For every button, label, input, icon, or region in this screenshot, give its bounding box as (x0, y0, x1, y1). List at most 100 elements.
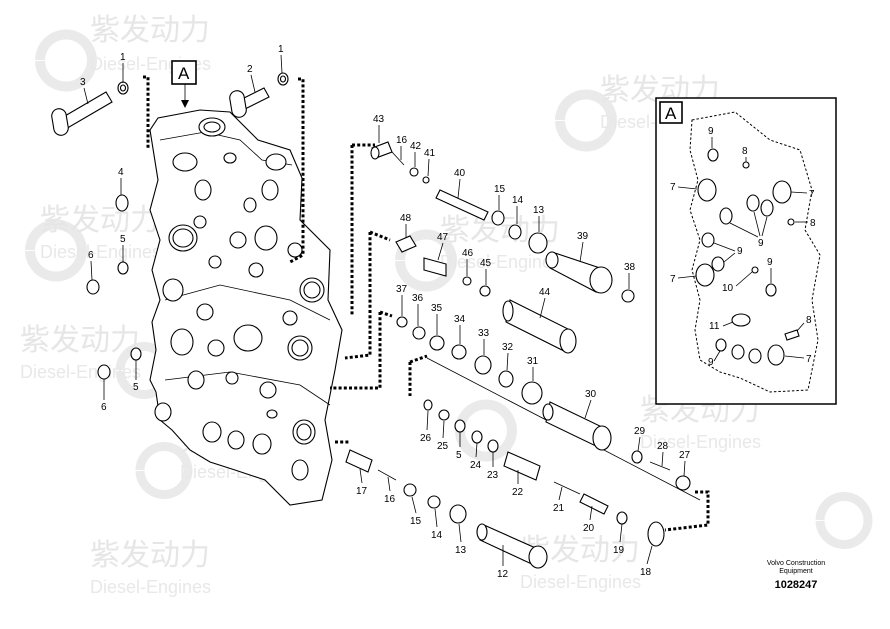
callout-label: 40 (454, 168, 466, 179)
watermark-brand: 紫发动力 (40, 203, 160, 238)
part-20 (579, 493, 609, 515)
detail-callout: 9 (758, 238, 764, 249)
ring-33 (474, 355, 492, 375)
callout-label: 6 (101, 402, 107, 413)
plug-6b (97, 364, 111, 380)
ring-32 (498, 370, 514, 388)
callout-label: 21 (553, 503, 565, 514)
callout-label: 42 (410, 141, 422, 152)
callout-label: 15 (410, 516, 422, 527)
ring-46 (462, 276, 472, 286)
detail-callout: 9 (737, 246, 743, 257)
detail-callout: 7 (806, 354, 812, 365)
ring-19 (616, 511, 628, 525)
watermark-brand: 紫发动力 (20, 323, 140, 358)
view-ref-a: A (171, 60, 197, 108)
drawing-number: 1028247 (775, 579, 818, 591)
detail-callout: 9 (767, 257, 773, 268)
ring-15b (403, 483, 417, 497)
ring-34 (451, 344, 467, 360)
oring-5b (130, 347, 142, 361)
ring-25 (438, 409, 450, 421)
ring-42 (409, 167, 419, 177)
callout-label: 5 (133, 382, 139, 393)
callout-label: 28 (657, 441, 669, 452)
view-ref-letter: A (178, 64, 190, 83)
pin-21 (553, 481, 581, 495)
ring-5c (454, 419, 466, 433)
callout-label: 26 (420, 433, 432, 444)
callout-label: 35 (431, 303, 443, 314)
ring-13a (528, 232, 548, 254)
callout-label: 5 (120, 234, 126, 245)
callout-label: 2 (247, 64, 253, 75)
callout-label: 5 (456, 450, 462, 461)
publisher-line2: Equipment (779, 568, 813, 575)
spring-16b (377, 469, 397, 481)
callout-label: 44 (539, 287, 551, 298)
callout-label: 19 (613, 545, 625, 556)
detail-outline (689, 111, 821, 393)
plug-29 (631, 450, 643, 464)
detail-callout: 10 (722, 283, 734, 294)
callout-label: 13 (533, 205, 545, 216)
plug-43-face (370, 146, 380, 160)
callout-label: 24 (470, 460, 482, 471)
callout-label: 47 (437, 232, 449, 243)
ring-35 (429, 335, 445, 351)
detail-callout: 7 (670, 274, 676, 285)
callout-label: 17 (356, 486, 368, 497)
callout-label: 1 (278, 44, 284, 55)
detail-callout: 8 (810, 218, 816, 229)
callout-label: 48 (400, 213, 412, 224)
ring-36 (412, 326, 426, 340)
callout-label: 34 (454, 314, 466, 325)
ring-15a (491, 210, 505, 226)
detail-callout: 8 (806, 315, 812, 326)
ring-23 (487, 439, 499, 453)
watermark-sub: Diesel-Engines (640, 432, 761, 452)
spring-16 (391, 151, 405, 166)
bolt-2 (229, 87, 270, 118)
publisher-line1: Volvo Construction (767, 560, 825, 567)
callout-label: 16 (396, 135, 408, 146)
callout-label: 27 (679, 450, 691, 461)
callout-label: 32 (502, 342, 514, 353)
plug-17 (345, 449, 373, 473)
detail-callout: 9 (708, 126, 714, 137)
callout-label: 29 (634, 426, 646, 437)
callout-label: 39 (577, 231, 589, 242)
detail-frame (655, 97, 837, 405)
ring-31 (521, 381, 543, 405)
cap-12 (476, 523, 548, 569)
pin-28 (649, 461, 671, 471)
callout-label: 14 (512, 195, 524, 206)
callout-label: 20 (583, 523, 595, 534)
watermark-brand: 紫发动力 (90, 13, 210, 48)
detail-callout: 11 (709, 321, 720, 332)
callout-label: 3 (80, 77, 86, 88)
spool-22 (503, 451, 541, 481)
spool-30 (542, 401, 612, 451)
callout-label: 4 (118, 167, 124, 178)
callout-label: 6 (88, 250, 94, 261)
callout-label: 15 (494, 184, 506, 195)
callout-label: 31 (527, 356, 539, 367)
ring-41 (422, 176, 430, 184)
plug-38 (621, 289, 635, 303)
callout-label: 45 (480, 258, 492, 269)
bolt-3 (51, 91, 113, 136)
detail-callout: 9 (708, 357, 714, 368)
detail-callout: 7 (670, 182, 676, 193)
callout-label: 16 (384, 494, 396, 505)
poppet-47 (423, 257, 447, 277)
oring-5a (117, 261, 129, 275)
callout-label: 1 (120, 52, 126, 63)
callout-label: 43 (373, 114, 385, 125)
cap-39 (545, 251, 613, 294)
spool-40 (435, 189, 489, 221)
oring-4 (115, 194, 129, 212)
callout-label: 12 (497, 569, 509, 580)
callout-label: 30 (585, 389, 597, 400)
